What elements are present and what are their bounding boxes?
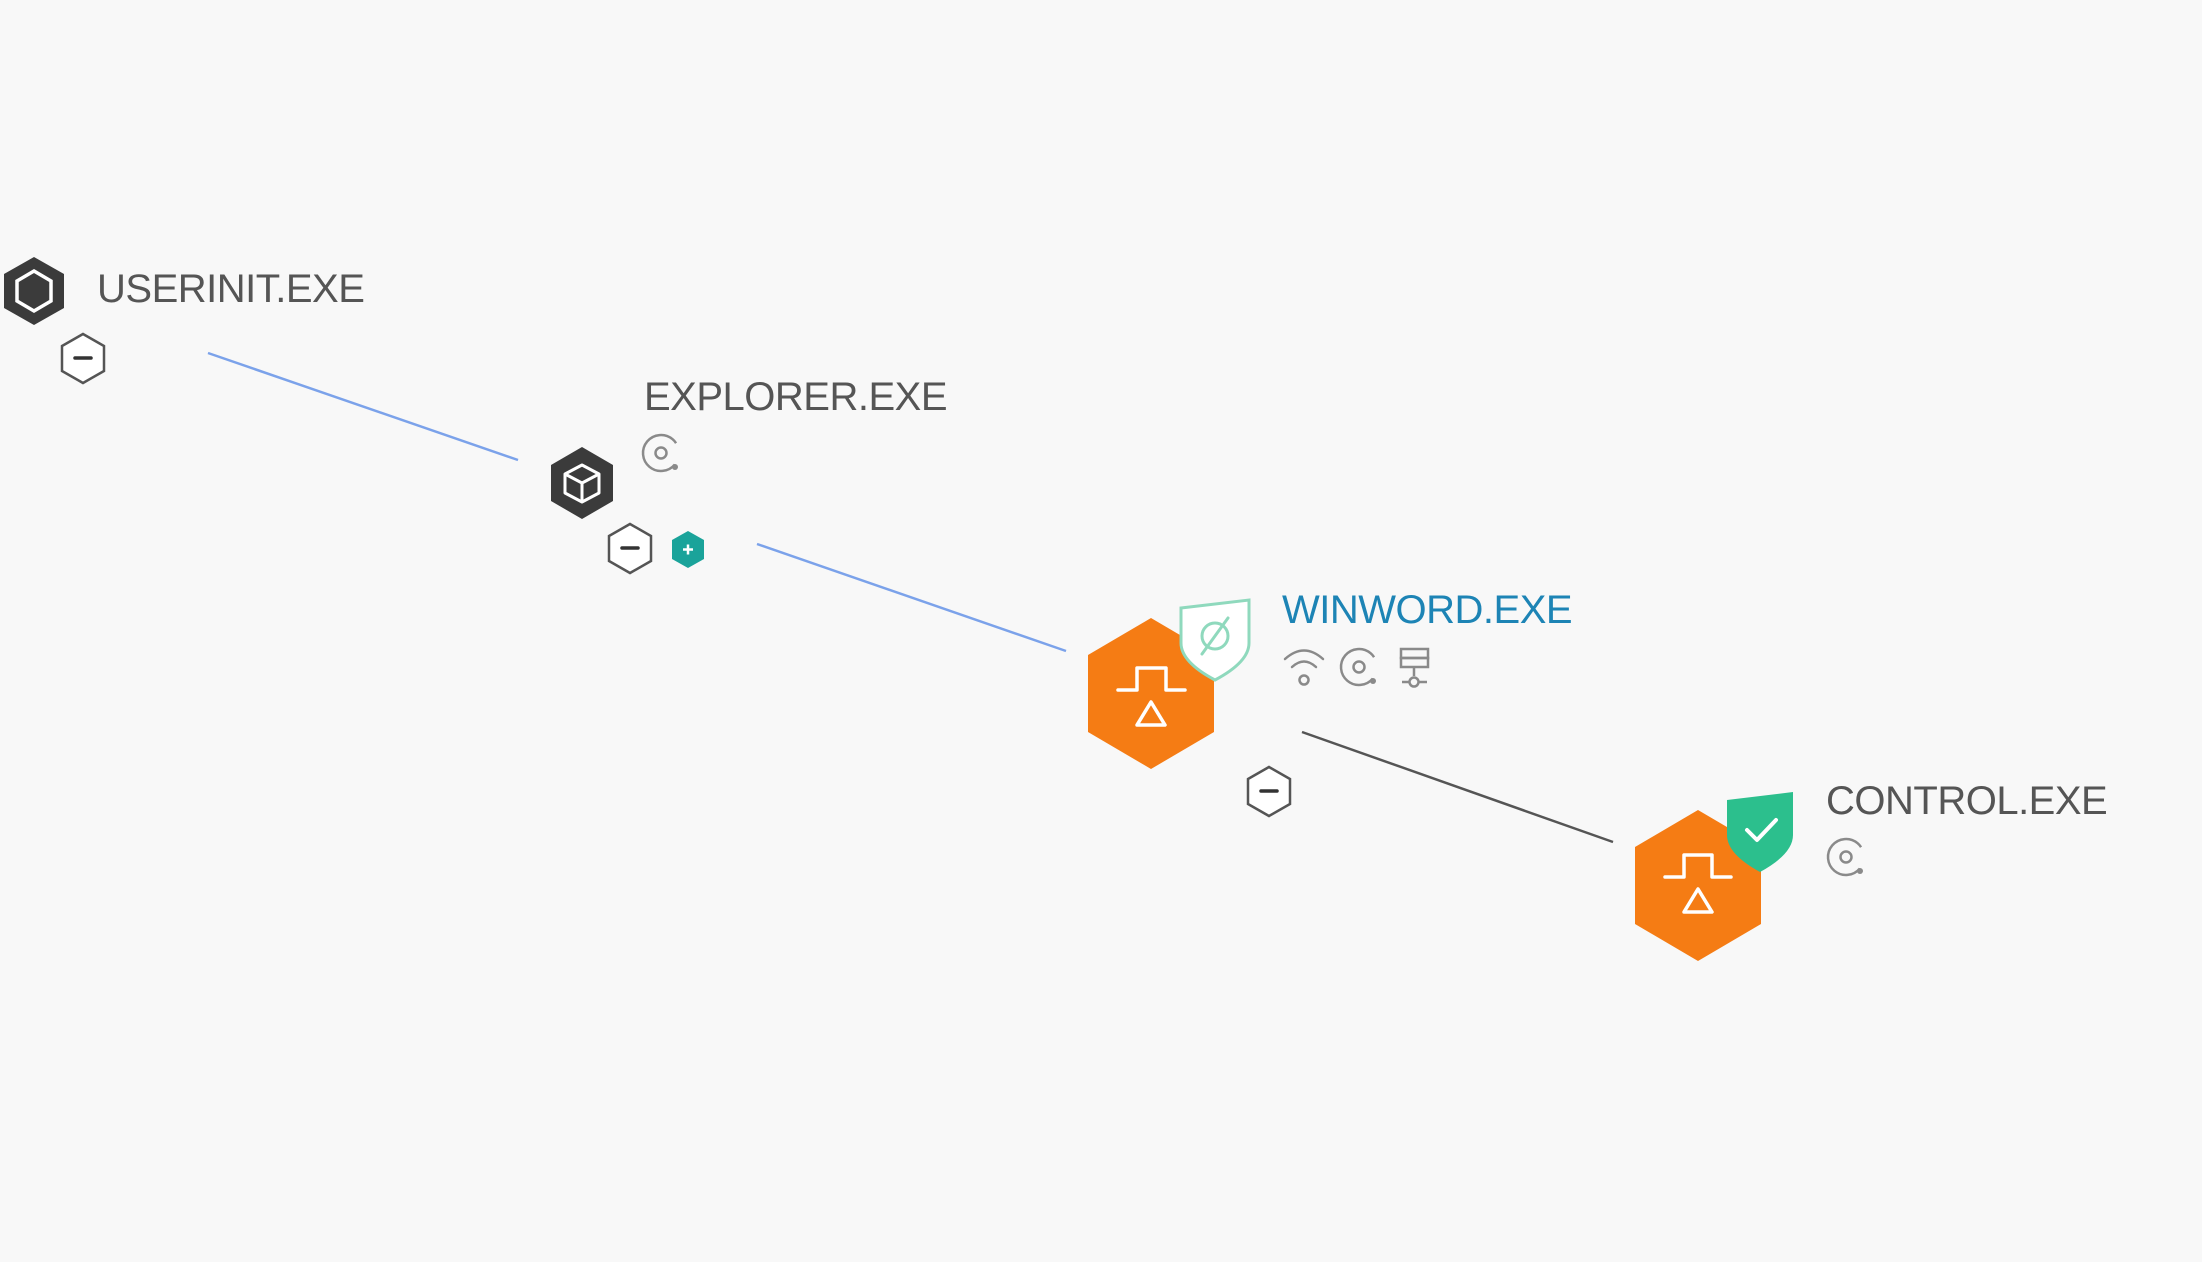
node-winword[interactable]: WINWORD.EXE: [1088, 588, 1573, 818]
edge-userinit-explorer: [207, 351, 519, 462]
registry-icon: [1399, 647, 1430, 688]
node-explorer[interactable]: EXPLORER.EXE: [551, 375, 948, 575]
hexagon-process-icon: [4, 257, 64, 325]
edge-explorer-winword: [756, 542, 1067, 653]
collapse-button[interactable]: [1246, 765, 1292, 818]
unsigned-shield-icon: [1179, 598, 1251, 682]
cube-process-icon: [551, 447, 613, 519]
edge-winword-control: [1301, 730, 1614, 844]
node-label-winword[interactable]: WINWORD.EXE: [1282, 588, 1573, 632]
collapse-button[interactable]: [60, 332, 106, 385]
collapse-button[interactable]: [607, 522, 653, 575]
node-label-explorer[interactable]: EXPLORER.EXE: [644, 375, 948, 419]
alert-process-icon: [1635, 810, 1761, 961]
node-label-userinit[interactable]: USERINIT.EXE: [97, 267, 365, 311]
disk-activity-icon: [641, 433, 681, 473]
node-control[interactable]: CONTROL.EXE: [1635, 779, 2108, 961]
teal-expand-hex-icon[interactable]: [672, 531, 704, 568]
node-userinit[interactable]: USERINIT.EXE: [4, 257, 365, 385]
disk-activity-icon: [1339, 647, 1379, 687]
network-icon: [1283, 649, 1325, 686]
node-label-control[interactable]: CONTROL.EXE: [1826, 779, 2108, 823]
alert-process-icon: [1088, 618, 1214, 769]
disk-activity-icon: [1826, 837, 1866, 877]
signed-shield-icon: [1727, 792, 1793, 872]
